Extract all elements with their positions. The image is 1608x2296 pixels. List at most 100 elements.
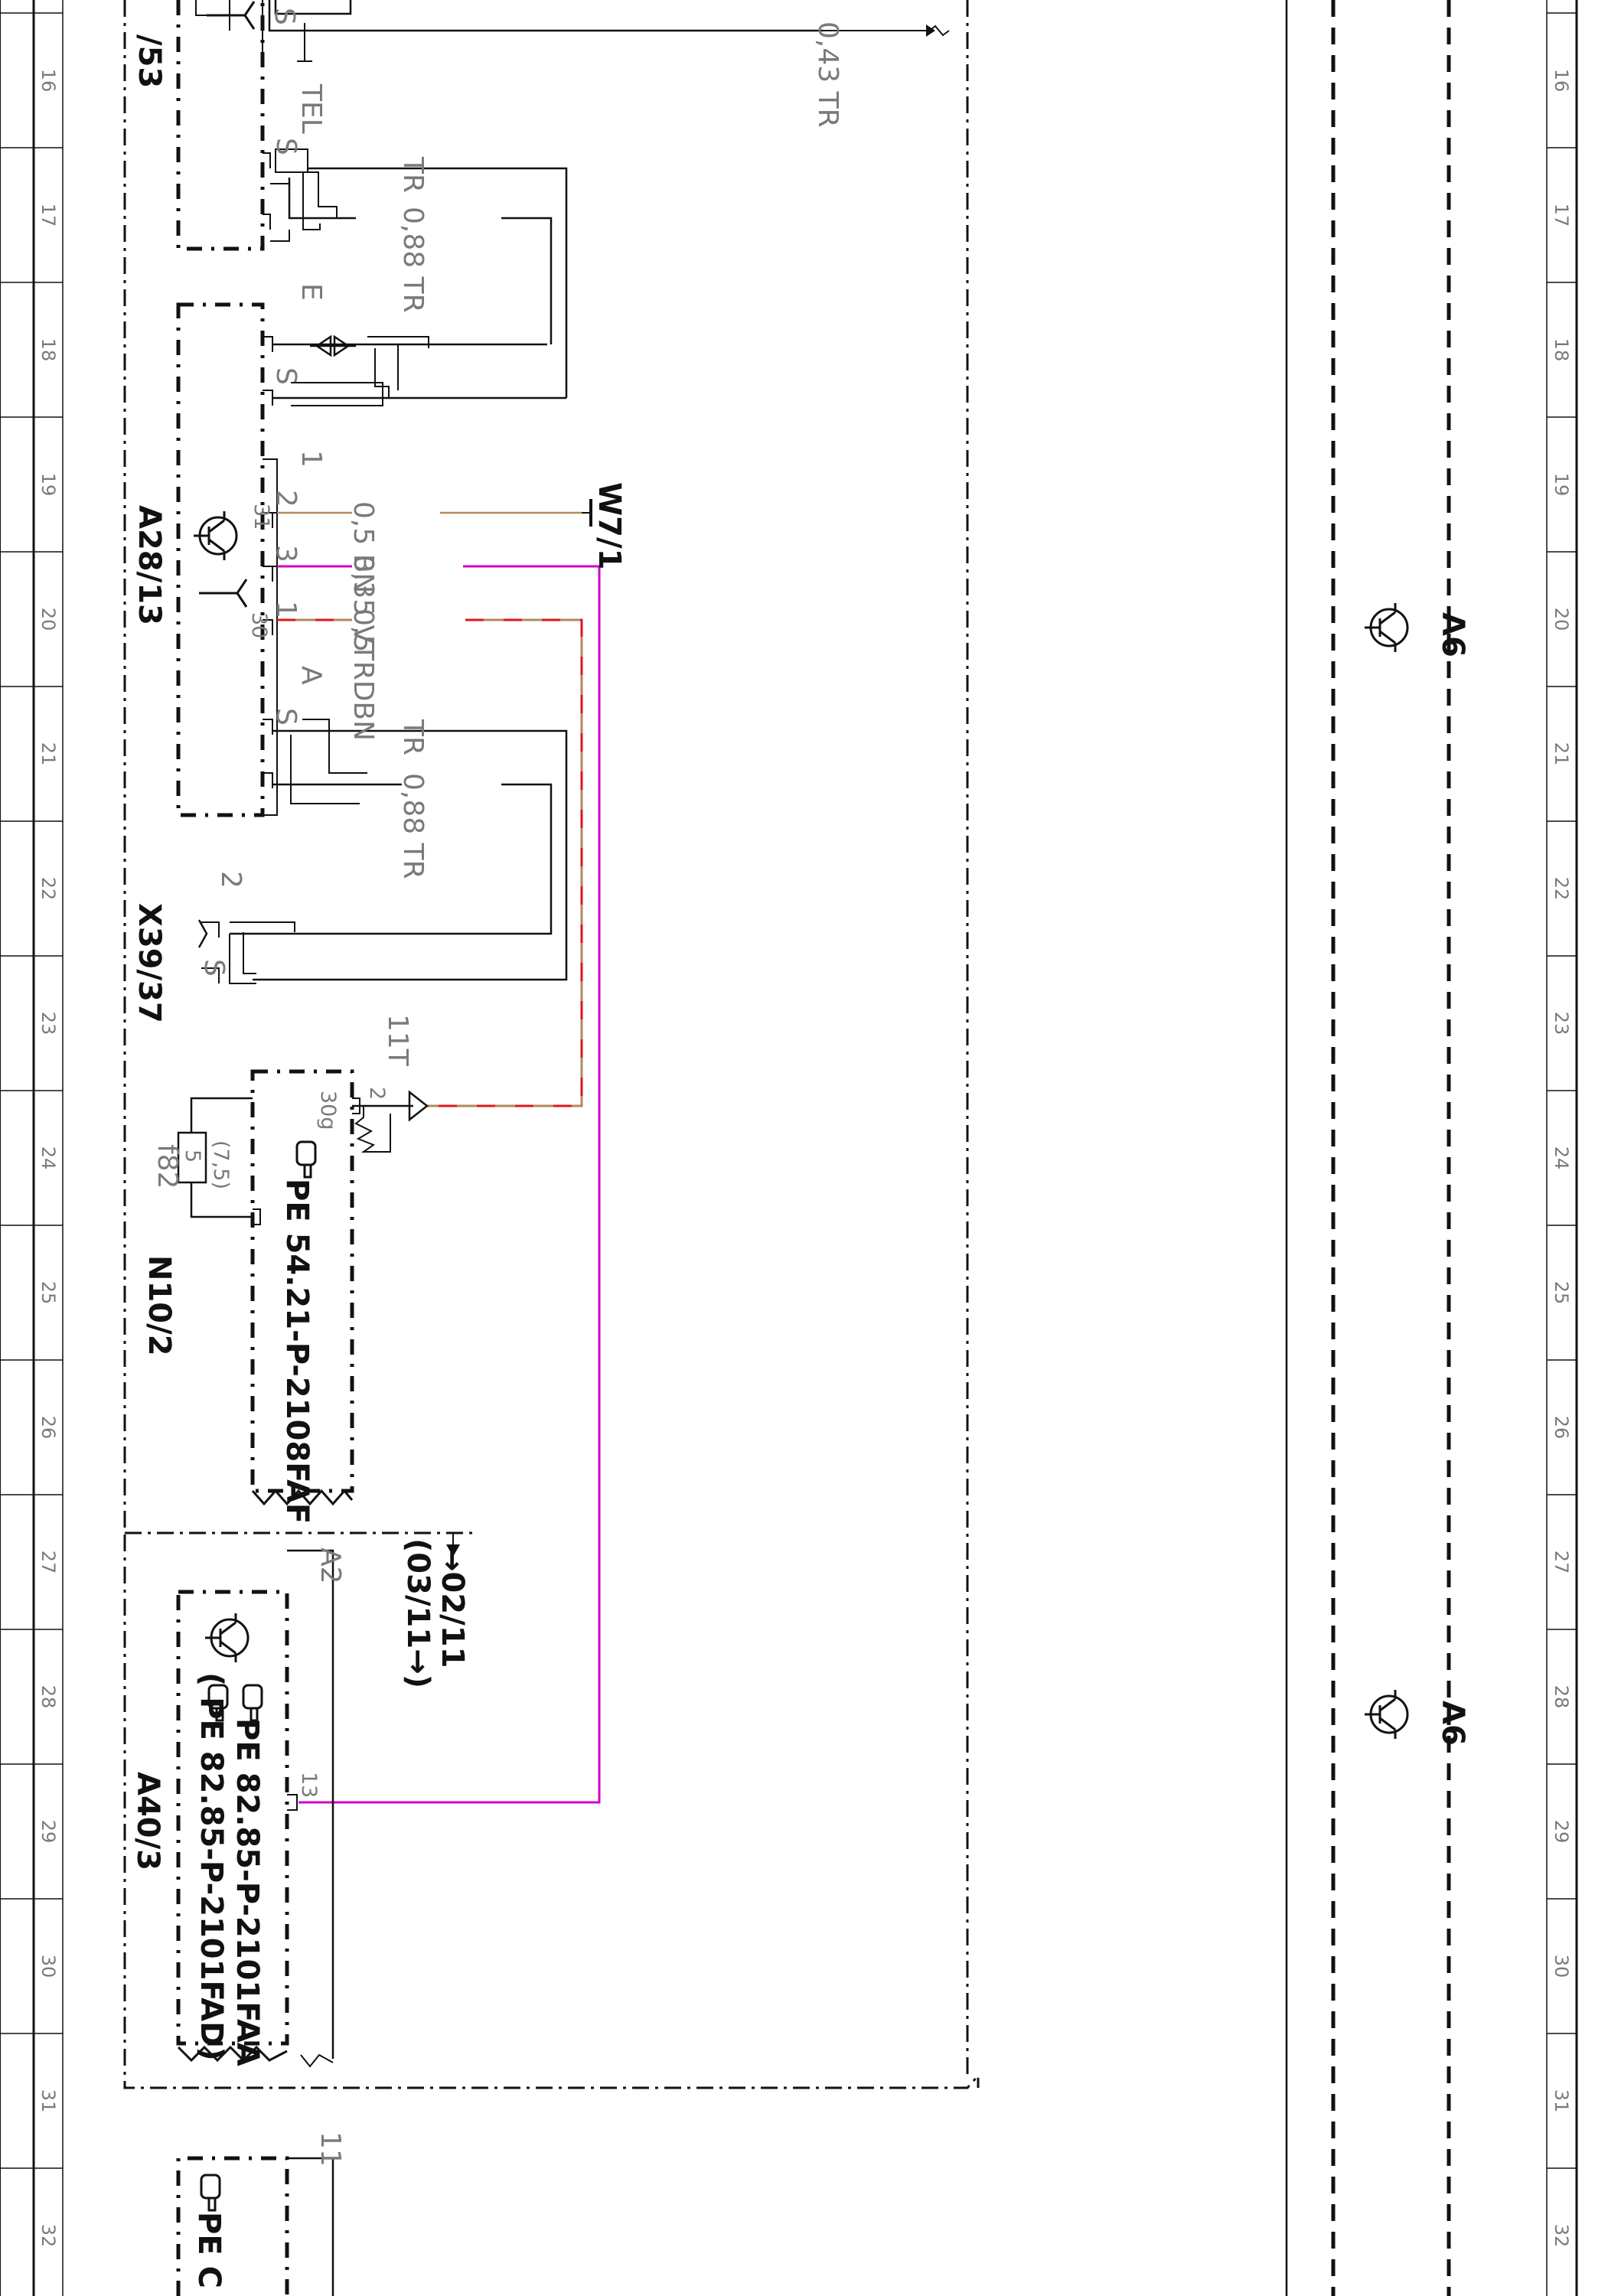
grid-row-number: 32 bbox=[1551, 2224, 1572, 2248]
pin-s-top: S bbox=[269, 8, 300, 25]
fuse-amp: (7,5) bbox=[209, 1140, 233, 1189]
pin-s-x: S bbox=[198, 959, 230, 977]
transistor-icon bbox=[194, 511, 238, 560]
pin-a: A bbox=[295, 666, 327, 685]
date-from-label: →02/11 bbox=[435, 1546, 470, 1668]
tr-wires bbox=[230, 167, 568, 981]
hand-pointer-icon bbox=[200, 2174, 221, 2212]
pin-e: E bbox=[295, 283, 327, 301]
grid-row-number: 28 bbox=[38, 1685, 59, 1709]
antenna-icon bbox=[207, 1, 256, 30]
grid-row-number: 17 bbox=[1551, 204, 1572, 227]
pe-ref-n10-2: PE 54.21-P-2108FAF bbox=[279, 1179, 315, 1524]
transistor-icon bbox=[1365, 603, 1409, 652]
grid-row-number: 28 bbox=[1551, 1685, 1572, 1709]
transistor-icon bbox=[205, 1613, 250, 1662]
pin-s-e: S bbox=[270, 367, 302, 385]
pin-s-tel: S bbox=[270, 138, 302, 155]
hand-pointer-icon bbox=[207, 1684, 229, 1722]
grid-row-number: 30 bbox=[1551, 1955, 1572, 1978]
grid-row-number: 24 bbox=[1551, 1146, 1572, 1170]
wire-label-a-tr: TR bbox=[397, 719, 429, 755]
grid-row-number: 27 bbox=[38, 1551, 59, 1574]
n10-2-block bbox=[177, 1069, 429, 1506]
grid-row-number: 16 bbox=[38, 69, 59, 93]
grid-row-number: 31 bbox=[1551, 2089, 1572, 2113]
component-label-a28-13: A28/13 bbox=[132, 505, 167, 625]
pin-s-a: S bbox=[270, 708, 302, 726]
wire-label-tel-tr: TR bbox=[397, 156, 429, 193]
pin-2n: 2 bbox=[365, 1087, 389, 1100]
component-label-n10-2: N10/2 bbox=[142, 1255, 177, 1356]
pin-3: 3 bbox=[270, 545, 302, 563]
housing-outline bbox=[123, 0, 980, 2089]
grid-row-number: 20 bbox=[38, 608, 59, 631]
grid-row-number: 18 bbox=[1551, 338, 1572, 362]
antenna-icon bbox=[199, 579, 248, 608]
hand-pointer-icon bbox=[242, 1684, 263, 1722]
pe-ref-bottom: PE C bbox=[191, 2212, 227, 2288]
grid-row-number: 19 bbox=[1551, 473, 1572, 497]
pe-ref-a40-3-1: PE 82.85-P-2101FAA bbox=[230, 1718, 265, 2066]
wire-rdbn bbox=[277, 618, 583, 1107]
wire-label-tel-088: 0,88 TR bbox=[397, 207, 429, 313]
pin-30: 30 bbox=[247, 612, 271, 638]
grid-row-number: 23 bbox=[38, 1012, 59, 1035]
wire-label-bn: 0,5 BN bbox=[347, 501, 379, 593]
component-label-w7-1: W7/1 bbox=[592, 482, 627, 569]
grid-row-number: 31 bbox=[38, 2089, 59, 2113]
date-to-label: (03/11→) bbox=[400, 1538, 435, 1688]
grid-row-number: 27 bbox=[1551, 1551, 1572, 1574]
pin-11: 11 bbox=[315, 2131, 346, 2167]
grid-row-number: 24 bbox=[38, 1146, 59, 1170]
component-label-x39-37: X39/37 bbox=[132, 903, 167, 1023]
component-label-a40-3: A40/3 bbox=[130, 1772, 165, 1870]
pe-ref-a40-3-2: ( PE 82.85-P-2101FAD) bbox=[194, 1672, 229, 2061]
pin-30g: 30g bbox=[316, 1091, 340, 1130]
antenna-icon bbox=[197, 919, 208, 948]
component-label-top: /53 bbox=[132, 34, 167, 88]
top-connector bbox=[176, 0, 950, 251]
pin-11t: 11T bbox=[382, 1014, 413, 1067]
grid-ruler-left bbox=[0, 0, 64, 2296]
grid-row-number: 17 bbox=[38, 204, 59, 227]
wire-label-rdbn: 0,5 RDBN bbox=[347, 608, 379, 741]
transistor-icon bbox=[1365, 1690, 1409, 1739]
component-label-a6-upper: A6 bbox=[1435, 612, 1470, 657]
pin-x2: 2 bbox=[215, 871, 246, 889]
grid-row-number: 32 bbox=[38, 2224, 59, 2248]
grid-row-number: 21 bbox=[38, 742, 59, 766]
tel-connector bbox=[263, 148, 398, 242]
fuse-number: 5 bbox=[181, 1150, 204, 1163]
fuse-f82: f82 bbox=[152, 1144, 183, 1189]
grid-row-number: 30 bbox=[38, 1955, 59, 1978]
grid-row-number: 19 bbox=[38, 473, 59, 497]
pin-tel: TEL bbox=[295, 83, 327, 134]
grid-row-number: 18 bbox=[38, 338, 59, 362]
grid-row-number: 29 bbox=[1551, 1820, 1572, 1844]
bottom-partial-block bbox=[176, 2156, 334, 2296]
component-label-a6-lower: A6 bbox=[1435, 1701, 1470, 1746]
a40-3-block bbox=[176, 1549, 334, 2068]
grid-row-number: 26 bbox=[38, 1416, 59, 1440]
pin-31: 31 bbox=[250, 504, 273, 530]
grid-row-number: 22 bbox=[1551, 877, 1572, 901]
grid-row-number: 22 bbox=[38, 877, 59, 901]
hand-pointer-icon bbox=[295, 1140, 317, 1179]
pin-a2: A2 bbox=[315, 1548, 346, 1584]
wire-violet bbox=[277, 565, 601, 1804]
grid-row-number: 25 bbox=[38, 1281, 59, 1305]
wire-label-top-tr: 0,43 TR bbox=[812, 21, 843, 128]
grid-row-number: 25 bbox=[1551, 1281, 1572, 1305]
grid-row-number: 20 bbox=[1551, 608, 1572, 631]
grid-row-number: 16 bbox=[1551, 69, 1572, 93]
wire-label-a-088: 0,88 TR bbox=[397, 773, 429, 879]
pin-1: 1 bbox=[295, 450, 327, 468]
grid-row-number: 23 bbox=[1551, 1012, 1572, 1035]
pin-1b: 1 bbox=[270, 601, 302, 618]
wire-label-vt: 0,35 VT bbox=[347, 555, 379, 661]
pin-13: 13 bbox=[297, 1772, 321, 1798]
grid-row-number: 29 bbox=[38, 1820, 59, 1844]
grid-row-number: 21 bbox=[1551, 742, 1572, 766]
